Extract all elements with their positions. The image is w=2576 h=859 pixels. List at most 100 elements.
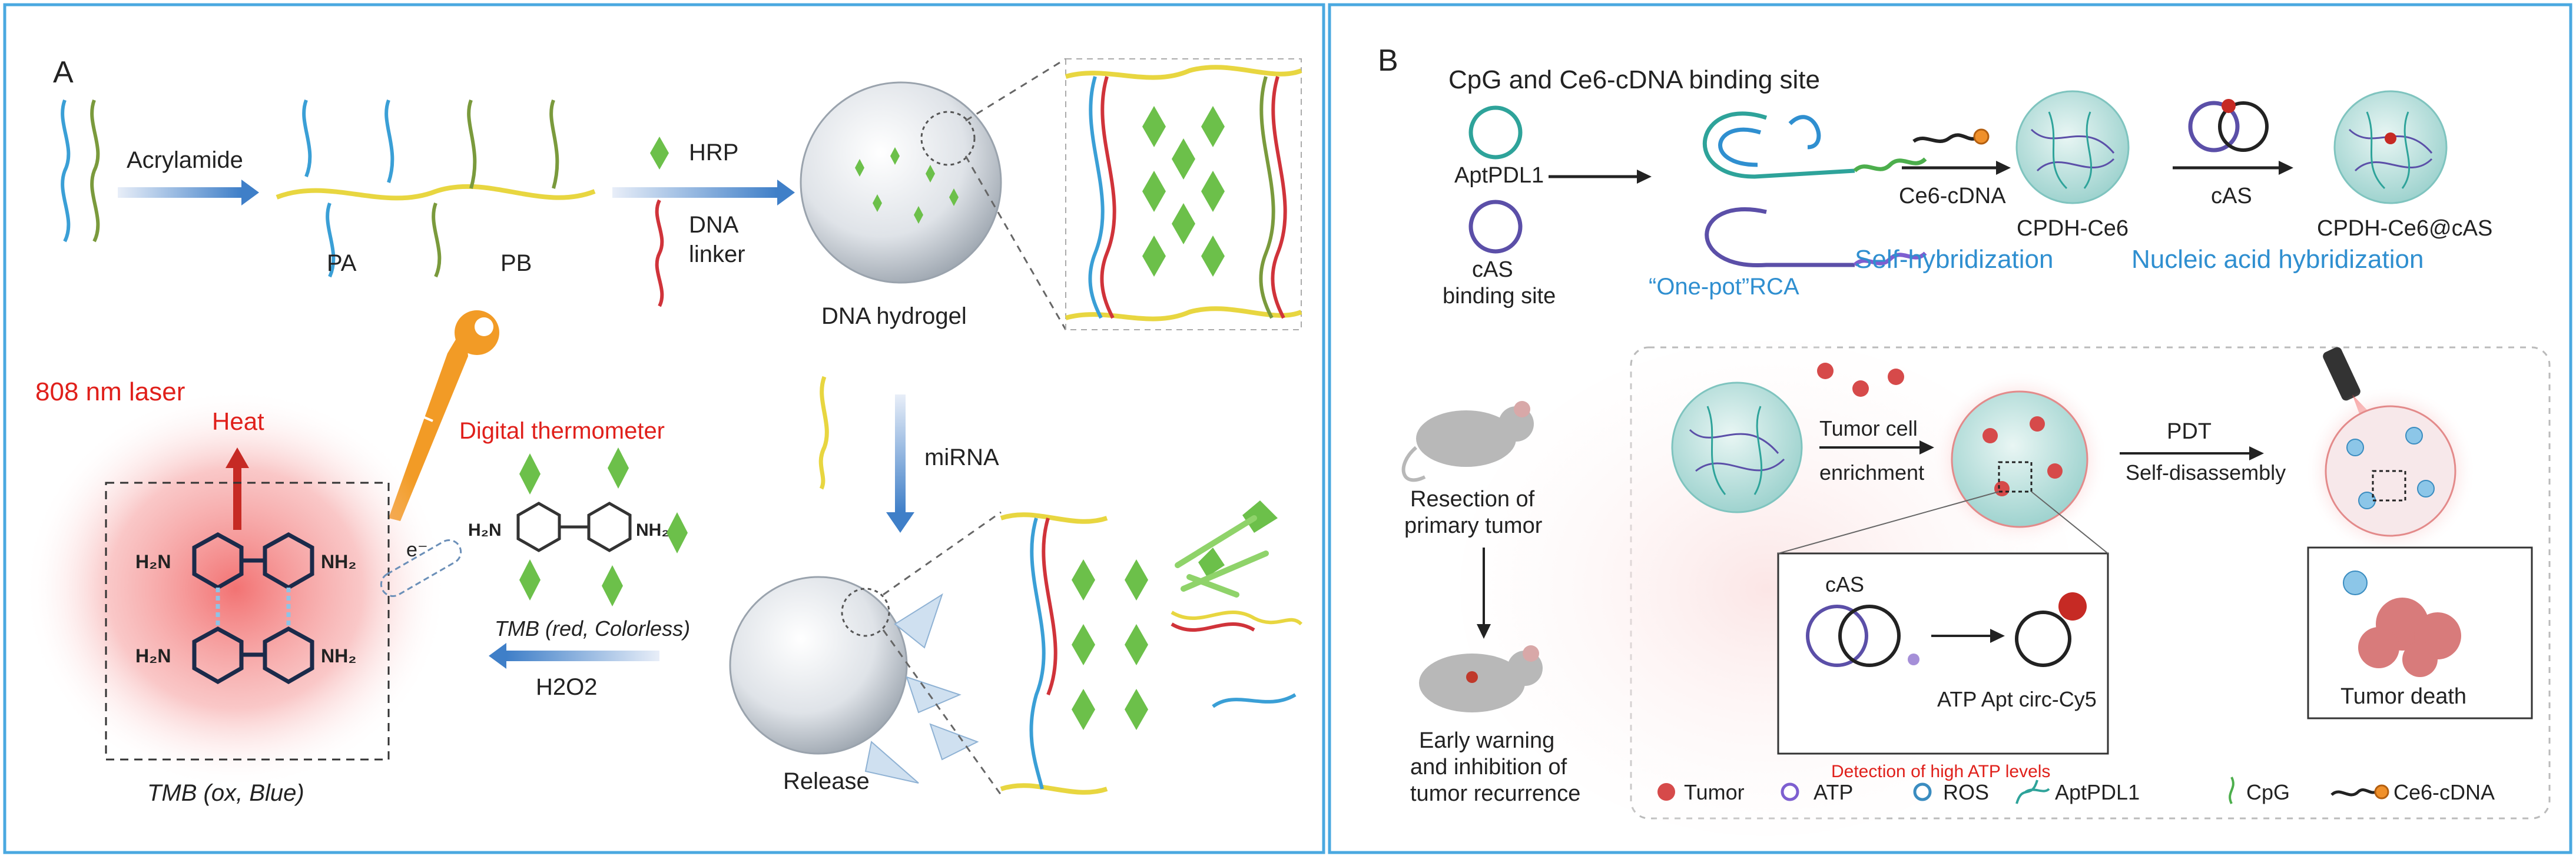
gel-enriched-tumors (1982, 416, 2063, 496)
cas-step-circle-2 (2218, 101, 2269, 152)
ce6-cdna-strand-small (1912, 133, 1976, 143)
tmb-ox-h2n-top: H₂N (135, 551, 171, 572)
tmb-ox-structure (192, 532, 314, 685)
legend-aptpdl1: AptPDL1 (2055, 780, 2140, 804)
legend-atp-icon (1781, 782, 1799, 801)
legend-tumor: Tumor (1684, 780, 1745, 804)
cas-binding-label-1: cAS (1472, 257, 1513, 282)
legend-aptpdl1-icon (2015, 780, 2050, 804)
tmb-red-label: TMB (red, Colorless) (495, 616, 690, 641)
panel-b-frame (1328, 3, 2572, 854)
inset-atp-dot (1908, 654, 1919, 665)
heat-arrowhead (226, 447, 249, 468)
tmb-ox-nh2-top: NH₂ (321, 551, 356, 572)
tmb-red-structure (516, 502, 632, 552)
legend-tumor-icon (1657, 783, 1675, 801)
early-warning-label-1: Early warning (1419, 728, 1554, 753)
tmb-ox-label: TMB (ox, Blue) (147, 780, 304, 806)
inset-cas-circle-2 (1838, 605, 1901, 667)
atp-inset (1777, 552, 2109, 755)
tumor-death-label: Tumor death (2340, 684, 2466, 709)
tmb-ox-box (105, 482, 390, 761)
release-sphere (729, 576, 908, 755)
cas-step-dot (2222, 99, 2236, 113)
dna-hydrogel-label: DNA hydrogel (821, 303, 967, 329)
release-label: Release (783, 768, 870, 794)
aptpdl1-circle (1468, 105, 1523, 160)
release-zoom-circle (841, 588, 890, 637)
starting-dna-strands (61, 99, 100, 243)
legend-ce6cdna: Ce6-cDNA (2393, 780, 2495, 804)
legend: Tumor ATP ROS AptPDL1 CpG Ce6-cDNA (1657, 777, 2495, 804)
tmb-ox-h2n-bottom: H₂N (135, 645, 171, 666)
legend-cpg: CpG (2246, 780, 2290, 804)
process-box (1630, 346, 2551, 820)
mirna-arrowhead (886, 512, 914, 533)
pa-label: PA (327, 250, 357, 276)
binding-title: CpG and Ce6-cDNA binding site (1448, 65, 1820, 94)
laser-label: 808 nm laser (35, 377, 185, 406)
electron-path (380, 539, 462, 597)
tmb-red-nh2: NH₂ (636, 520, 669, 540)
dead-tumor-cluster (2358, 598, 2461, 677)
nucleic-hybrid-label: Nucleic acid hybridization (2131, 245, 2424, 274)
dna-linker-label-1: DNA (689, 212, 739, 238)
self-hybrid-label: Self-hybridization (1855, 245, 2054, 274)
tumor-enrich-label-2: enrichment (1819, 460, 1924, 485)
release-streaks (1175, 515, 1269, 598)
resection-label-1: Resection of (1410, 487, 1535, 512)
inset-cas-circle-1 (1806, 605, 1868, 667)
mirna-strand (818, 376, 829, 490)
early-warning-label-3: tumor recurrence (1410, 781, 1580, 806)
cas-binding-label-2: binding site (1443, 284, 1556, 309)
panel-a: A Acrylamide PA PB HRP DNA linker (3, 3, 1325, 854)
h2o2-arrow (506, 651, 659, 661)
thermometer-probe-icon (389, 310, 499, 521)
legend-ce6-strand-icon (2330, 788, 2377, 797)
legend-ros-icon (1913, 782, 1932, 801)
resection-label-2: primary tumor (1404, 513, 1543, 538)
gel-ros-dots (2346, 427, 2435, 509)
tumor-enrich-label-1: Tumor cell (1819, 416, 1918, 440)
mouse-icon-primary (1401, 401, 1534, 482)
panel-b: B CpG and Ce6-cDNA binding site AptPDL1 … (1328, 3, 2572, 854)
hydrogel-zoom-circle (920, 111, 976, 166)
cpdh-cas-gel (2333, 90, 2448, 204)
gel-enriched-zoom (1998, 461, 2033, 493)
h2o2-label: H2O2 (536, 674, 598, 700)
heat-label: Heat (212, 407, 264, 435)
hrp-arrow (612, 187, 777, 198)
mouse-arrowhead (1477, 624, 1491, 639)
zoom-line-top (965, 58, 1066, 122)
acrylamide-label: Acrylamide (127, 147, 243, 173)
self-disassembly-label: Self-disassembly (2126, 460, 2286, 485)
tmb-diamonds (519, 447, 688, 606)
thermometer-label: Digital thermometer (459, 418, 665, 444)
cpdh-ce6-network (2030, 111, 2115, 190)
legend-atp: ATP (1814, 780, 1853, 804)
gel-enriched (1951, 390, 2088, 528)
zoom-diamonds-bottom (1072, 500, 1278, 730)
release-zoom-line-bottom (882, 629, 1002, 795)
gel-disassembled (2325, 405, 2456, 537)
cas-step-circle-1 (2188, 101, 2240, 152)
rca-arrowhead (1637, 170, 1652, 184)
cas-circle (1468, 200, 1523, 254)
tmb-ox-nh2-bottom: NH₂ (321, 645, 356, 666)
one-pot-rca-label: “One-pot”RCA (1649, 274, 1799, 300)
inset-circ-cy5 (2015, 611, 2071, 667)
electron-label: e⁻ (406, 539, 428, 561)
hydrogel-diamonds (855, 147, 959, 224)
tmb-red-h2n: H₂N (468, 520, 502, 540)
heat-arrow (233, 465, 241, 530)
panel-b-letter: B (1378, 44, 1398, 78)
dna-linker-label-2: linker (689, 241, 745, 267)
ce6-cdna-label: Ce6-cDNA (1899, 184, 2006, 208)
aptpdl1-label: AptPDL1 (1454, 163, 1544, 188)
panel-a-frame (3, 3, 1325, 854)
zoom-network-bottom (1000, 512, 1303, 795)
gel-initial-network (1689, 406, 1785, 495)
legend-ce6-dot-icon (2374, 784, 2389, 800)
dna-hydrogel-sphere (800, 81, 1002, 284)
